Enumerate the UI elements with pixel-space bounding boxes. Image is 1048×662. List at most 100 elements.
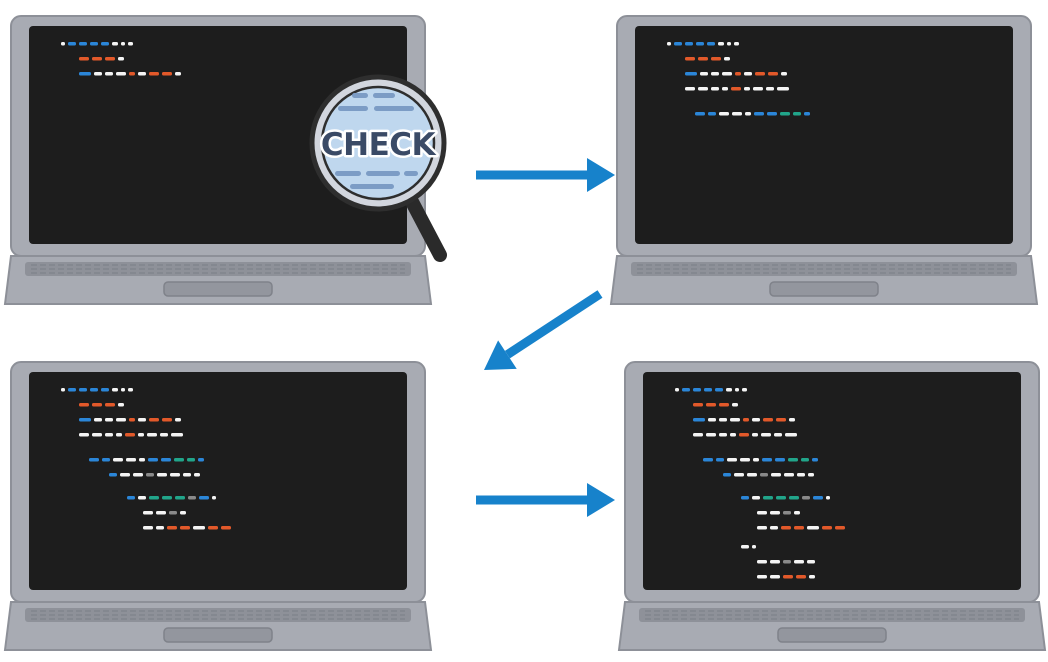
code-token bbox=[719, 112, 729, 116]
code-token bbox=[761, 433, 771, 437]
code-token bbox=[770, 560, 780, 564]
code-token bbox=[685, 72, 697, 76]
code-token bbox=[162, 418, 172, 422]
code-token bbox=[785, 433, 797, 437]
code-token bbox=[703, 458, 713, 462]
code-token bbox=[794, 511, 800, 515]
code-token bbox=[79, 72, 91, 76]
code-token bbox=[735, 72, 741, 76]
code-token bbox=[90, 388, 98, 392]
code-token bbox=[94, 418, 102, 422]
code-token bbox=[696, 42, 704, 46]
code-token bbox=[722, 72, 732, 76]
code-token bbox=[92, 433, 102, 437]
check-label: CHECK bbox=[321, 127, 437, 163]
lens-code-lines bbox=[335, 93, 418, 189]
code-token bbox=[138, 496, 146, 500]
laptop-touchpad bbox=[769, 281, 879, 297]
code-token bbox=[722, 87, 728, 91]
code-token bbox=[796, 575, 806, 579]
code-token bbox=[804, 112, 810, 116]
code-token bbox=[149, 418, 159, 422]
code-block bbox=[61, 388, 231, 530]
code-token bbox=[732, 112, 742, 116]
code-token bbox=[120, 473, 130, 477]
code-token bbox=[695, 112, 705, 116]
code-token bbox=[89, 458, 99, 462]
code-token bbox=[116, 418, 126, 422]
code-token bbox=[762, 458, 772, 462]
laptop-2 bbox=[609, 15, 1039, 305]
code-token bbox=[788, 458, 798, 462]
laptop-screen bbox=[643, 372, 1021, 590]
code-token bbox=[175, 496, 185, 500]
laptop-keyboard bbox=[25, 608, 411, 622]
code-token bbox=[90, 42, 98, 46]
code-token bbox=[835, 526, 845, 530]
code-token bbox=[726, 388, 732, 392]
code-token bbox=[767, 112, 777, 116]
code-token bbox=[105, 418, 113, 422]
code-token bbox=[208, 526, 218, 530]
code-token bbox=[698, 87, 708, 91]
code-token bbox=[719, 433, 727, 437]
code-token bbox=[212, 496, 216, 500]
code-token bbox=[193, 526, 205, 530]
code-token bbox=[105, 403, 115, 407]
code-token bbox=[734, 42, 739, 46]
code-token bbox=[170, 473, 180, 477]
code-token bbox=[784, 473, 794, 477]
code-token bbox=[105, 433, 113, 437]
code-token bbox=[740, 458, 750, 462]
arrow-head bbox=[484, 340, 517, 370]
code-token bbox=[704, 388, 712, 392]
code-token bbox=[175, 72, 181, 76]
code-token bbox=[794, 526, 804, 530]
code-token bbox=[718, 42, 724, 46]
code-token bbox=[693, 388, 701, 392]
code-token bbox=[139, 458, 145, 462]
laptop-touchpad bbox=[163, 627, 273, 643]
code-token bbox=[148, 458, 158, 462]
laptop-screen bbox=[635, 26, 1013, 244]
laptop-keyboard bbox=[631, 262, 1017, 276]
code-token bbox=[752, 496, 760, 500]
code-token bbox=[105, 57, 115, 61]
laptop-screen bbox=[29, 26, 407, 244]
code-token bbox=[732, 403, 738, 407]
code-token bbox=[715, 388, 723, 392]
laptop-1 bbox=[3, 15, 433, 305]
code-token bbox=[741, 545, 749, 549]
code-token bbox=[766, 87, 774, 91]
arrow-head bbox=[587, 483, 615, 517]
code-token bbox=[138, 433, 144, 437]
code-token bbox=[675, 388, 679, 392]
code-token bbox=[162, 496, 172, 500]
code-token bbox=[719, 418, 727, 422]
code-token bbox=[781, 72, 787, 76]
code-token bbox=[757, 526, 767, 530]
arrow-shaft bbox=[504, 290, 603, 359]
code-token bbox=[771, 473, 781, 477]
code-token bbox=[754, 112, 764, 116]
code-token bbox=[162, 72, 172, 76]
code-token bbox=[807, 526, 819, 530]
code-token bbox=[730, 433, 736, 437]
code-token bbox=[129, 72, 135, 76]
code-token bbox=[757, 575, 767, 579]
code-token bbox=[776, 418, 786, 422]
code-token bbox=[157, 473, 167, 477]
code-token bbox=[745, 112, 751, 116]
code-token bbox=[752, 545, 756, 549]
code-token bbox=[708, 418, 716, 422]
code-token bbox=[730, 418, 740, 422]
arrow-icon bbox=[476, 158, 615, 192]
code-token bbox=[760, 473, 768, 477]
code-token bbox=[79, 57, 89, 61]
code-token bbox=[744, 87, 750, 91]
code-token bbox=[812, 458, 818, 462]
code-token bbox=[727, 42, 731, 46]
code-token bbox=[727, 458, 737, 462]
code-token bbox=[822, 526, 832, 530]
